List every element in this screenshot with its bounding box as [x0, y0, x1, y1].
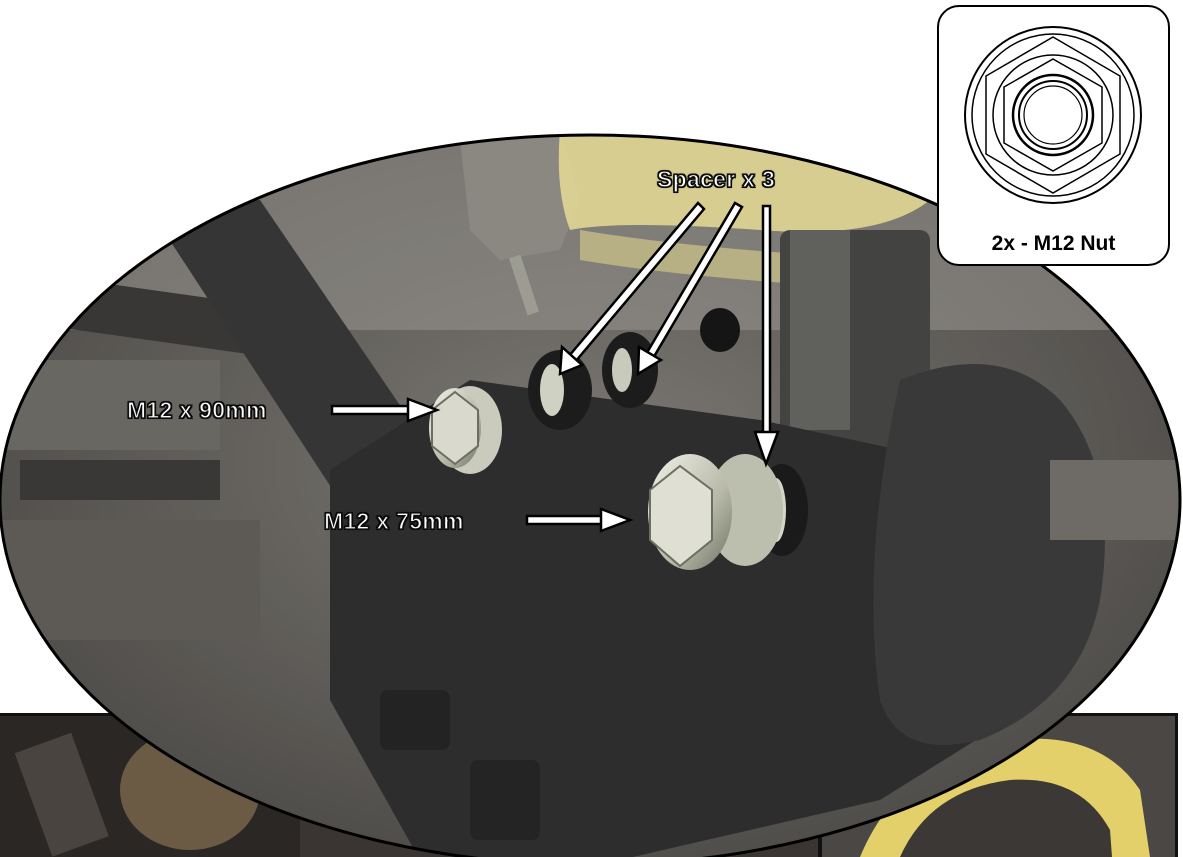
nut-caption: 2x - M12 Nut [991, 232, 1116, 255]
nut-inset-panel: 2x - M12 Nut [937, 5, 1170, 266]
arrow-bolt-short [525, 507, 634, 533]
hex-nut-icon [964, 26, 1142, 204]
bolt-90mm-label: M12 x 90mm [126, 396, 267, 423]
arrow-bolt-long [330, 397, 441, 423]
spacer-label: Spacer x 3 [656, 165, 776, 192]
arrow-spacer-2 [636, 201, 744, 377]
arrow-spacer-3 [753, 204, 780, 468]
arrow-spacer-1 [558, 201, 706, 376]
callout-arrows [330, 201, 780, 533]
bolt-75mm-label: M12 x 75mm [323, 507, 464, 534]
